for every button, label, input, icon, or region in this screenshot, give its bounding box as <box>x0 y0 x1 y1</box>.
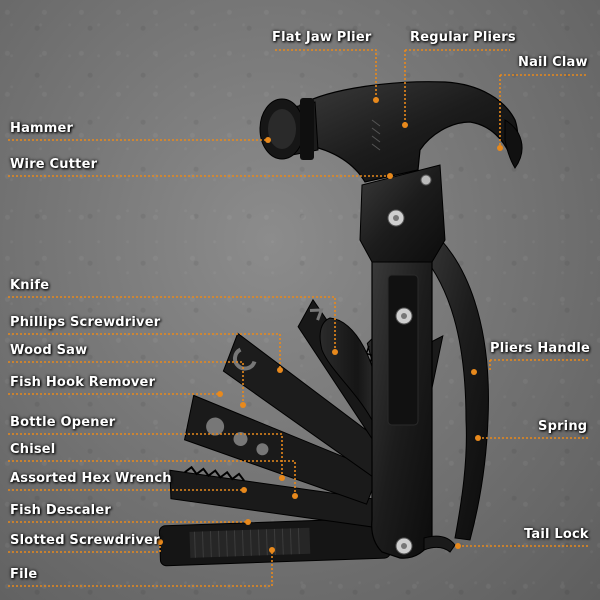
label-nail-claw: Nail Claw <box>518 55 588 70</box>
label-regular-pliers: Regular Pliers <box>410 30 516 45</box>
nail-claw-tip <box>504 119 523 169</box>
leader-regular-pliers <box>404 49 510 125</box>
leader-slotted <box>8 542 161 553</box>
label-slotted-screwdriver: Slotted Screwdriver <box>10 533 160 548</box>
label-bottle-opener: Bottle Opener <box>10 415 116 430</box>
label-phillips-screwdriver: Phillips Screwdriver <box>10 315 161 330</box>
label-knife: Knife <box>10 278 50 293</box>
plier-jaw-teeth <box>371 119 381 151</box>
label-tail-lock: Tail Lock <box>524 527 589 542</box>
label-fish-hook-remover: Fish Hook Remover <box>10 375 156 390</box>
label-wood-saw: Wood Saw <box>10 343 88 358</box>
label-spring: Spring <box>538 419 588 434</box>
leader-bottle-opener <box>8 433 283 478</box>
leader-knife <box>8 296 336 352</box>
label-wire-cutter: Wire Cutter <box>10 157 98 172</box>
label-file: File <box>10 567 38 582</box>
leader-phillips <box>8 333 281 370</box>
label-pliers-handle: Pliers Handle <box>490 341 591 356</box>
pliers-handle-shape <box>417 224 489 541</box>
tool-file <box>158 517 391 567</box>
leader-file <box>8 550 273 587</box>
leader-nail-claw <box>499 74 588 148</box>
label-flat-jaw-plier: Flat Jaw Plier <box>272 30 372 45</box>
leader-endpoints <box>157 97 503 553</box>
label-fish-descaler: Fish Descaler <box>10 503 111 518</box>
leader-pliers-handle <box>489 359 588 372</box>
leader-flat-jaw-plier <box>275 49 377 100</box>
label-chisel: Chisel <box>10 442 56 457</box>
label-assorted-hex-wrench: Assorted Hex Wrench <box>10 471 172 486</box>
label-hammer: Hammer <box>10 121 74 136</box>
tail-lock-shape <box>423 535 456 553</box>
